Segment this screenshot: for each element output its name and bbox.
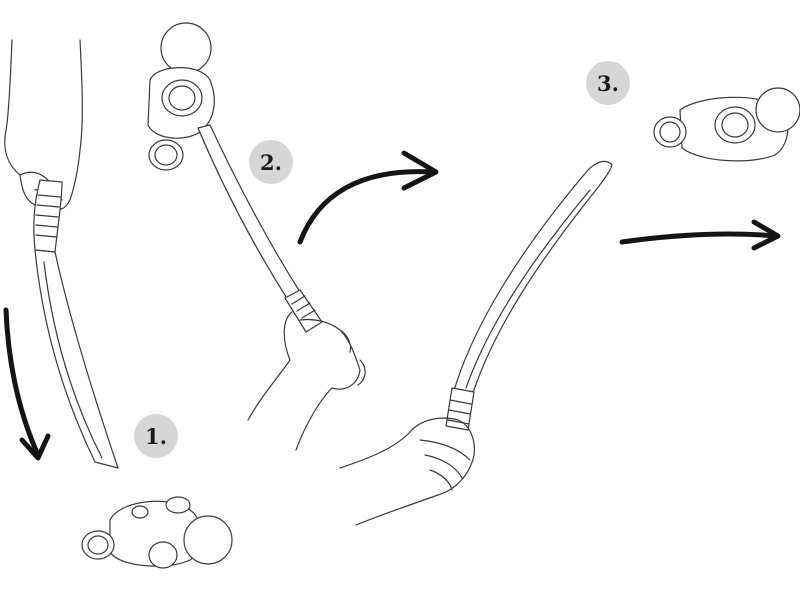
tool-head-step-2 — [147, 22, 215, 171]
step-3-label: 3. — [597, 70, 619, 96]
hand-step-2 — [247, 311, 366, 451]
grip-step-2 — [284, 289, 323, 333]
step-2-figure — [147, 22, 366, 451]
step-1-badge: 1. — [134, 414, 178, 458]
hand-step-1 — [4, 39, 83, 210]
tool-head-step-3 — [653, 87, 800, 162]
grip-step-3 — [445, 387, 475, 431]
step-1-label: 1. — [145, 423, 167, 449]
step-1-figure — [4, 39, 233, 569]
handle-step-1 — [34, 249, 119, 469]
handle-step-3 — [451, 160, 613, 403]
arrow-down-icon — [3, 307, 51, 461]
hand-step-3 — [339, 417, 475, 526]
step-3-badge: 3. — [586, 61, 630, 105]
step-2-label: 2. — [260, 149, 282, 175]
step-3-figure — [339, 87, 800, 526]
arrow-curve-right-icon — [297, 150, 439, 245]
arrow-right-icon — [619, 219, 781, 251]
tool-head-step-1 — [81, 496, 233, 569]
step-2-badge: 2. — [249, 140, 293, 184]
